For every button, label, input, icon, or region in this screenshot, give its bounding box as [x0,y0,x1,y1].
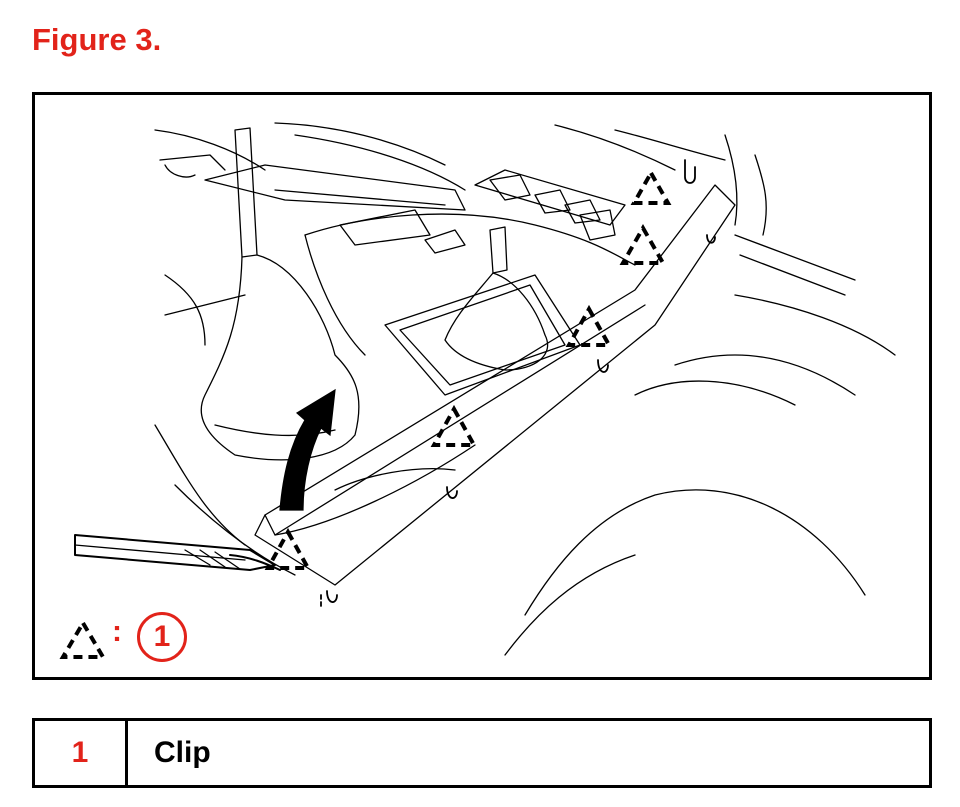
parts-table: 1 Clip [32,718,932,788]
legend-clip-marker-icon [59,619,107,659]
clip-markers [264,168,672,570]
clip-marker-icon [565,304,613,347]
clip-marker-icon [264,527,312,570]
figure-frame [32,92,932,680]
removal-arrow-icon [279,388,336,511]
part-name-cell: Clip [154,736,211,769]
figure-title: Figure 3. [32,22,162,57]
console-illustration [59,122,896,659]
clip-marker-icon [430,404,478,447]
clip-marker-icon [619,223,667,265]
clip-marker-icon [630,168,672,205]
part-number-cell: 1 [35,721,128,785]
legend-colon: : [112,615,122,648]
legend-callout-number: 1 [137,612,187,662]
